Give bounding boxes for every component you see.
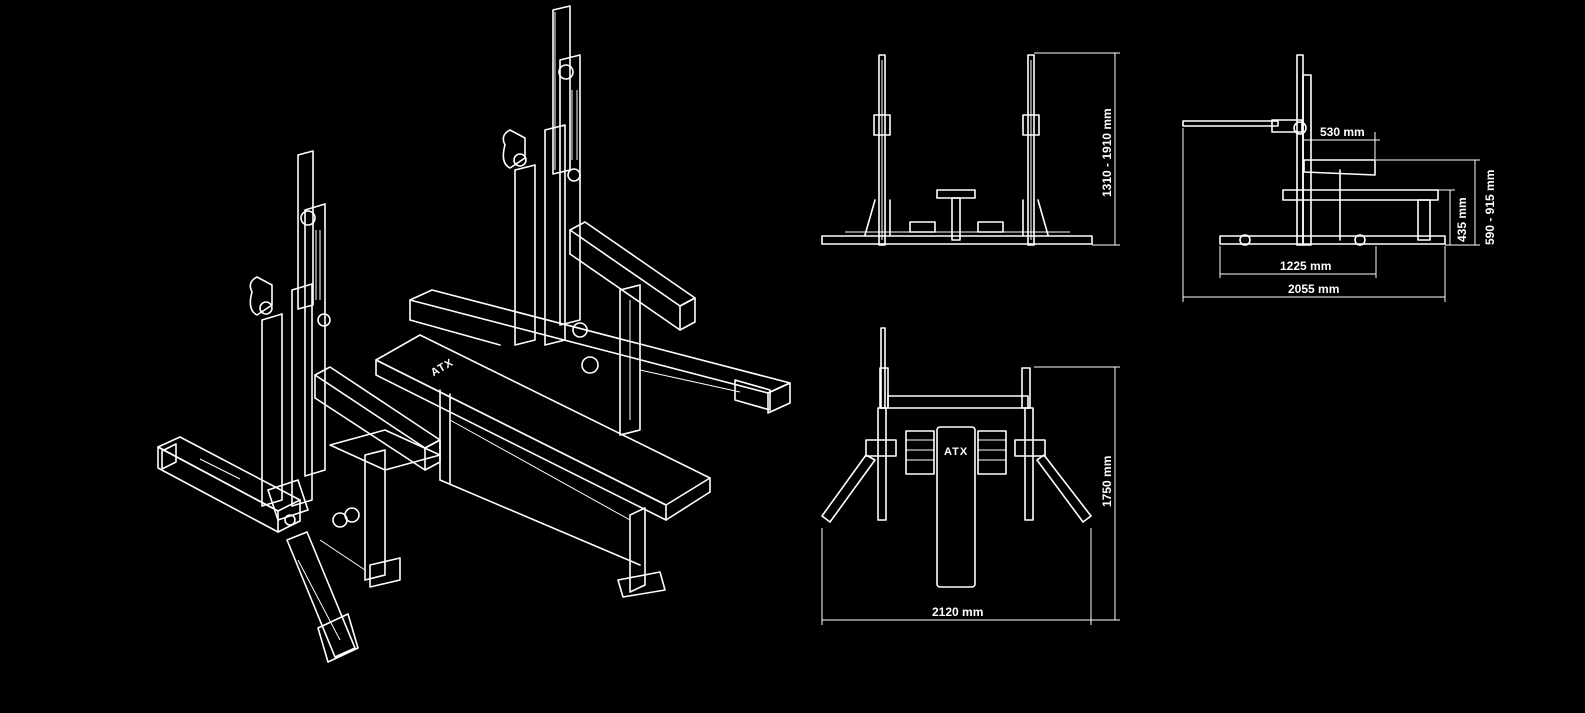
upright-side <box>1271 54 1312 246</box>
bench-top-logo: ATX <box>944 446 968 458</box>
top-width-label: 2120 mm <box>932 605 983 619</box>
bench-side <box>1282 169 1439 241</box>
safety-arm-side <box>1182 120 1376 176</box>
rear-base-rail <box>409 289 791 414</box>
base-width-label: 1225 mm <box>1280 259 1331 273</box>
front-elevation-view: 1310 - 1910 mm <box>821 52 1120 246</box>
top-depth-dimension: 1750 mm <box>1034 366 1120 621</box>
right-upright-front <box>1022 54 1049 246</box>
bench-range-dimension: 590 - 915 mm <box>1376 159 1497 246</box>
legs-top <box>821 454 1092 523</box>
overall-length-label: 2055 mm <box>1288 282 1339 296</box>
bench-range-label: 590 - 915 mm <box>1483 170 1497 245</box>
top-depth-label: 1750 mm <box>1100 456 1114 507</box>
height-range-label: 1310 - 1910 mm <box>1100 108 1114 197</box>
bench-height-dimension: 435 mm <box>1438 189 1469 245</box>
posts-top <box>865 407 1046 521</box>
spotter-leg <box>286 531 359 663</box>
foot-platform <box>319 429 441 588</box>
left-base-rail <box>157 436 301 533</box>
height-dimension: 1310 - 1910 mm <box>1034 52 1120 246</box>
rear-safety-arm <box>569 221 696 331</box>
foot-plates-top <box>905 430 1007 475</box>
left-upright-front <box>864 54 891 246</box>
base-front <box>821 231 1093 245</box>
crossbar-top <box>879 327 1031 409</box>
base-width-dimension: 1225 mm <box>1219 246 1377 278</box>
bench-frame <box>439 389 666 598</box>
bench-logo: ATX <box>429 357 456 379</box>
overall-length-dimension: 2055 mm <box>1182 128 1446 302</box>
isometric-view: ATX <box>157 5 791 663</box>
bench-top: ATX <box>936 426 976 588</box>
top-plan-view: ATX 1750 mm 2120 mm <box>821 327 1120 625</box>
rack-depth-label: 530 mm <box>1320 125 1365 139</box>
side-elevation-view: 530 mm 590 - 915 mm 435 mm 1225 mm 2055 … <box>1182 54 1497 302</box>
top-width-dimension: 2120 mm <box>821 528 1092 625</box>
bench-pad: ATX <box>375 334 711 521</box>
base-side <box>1219 234 1446 246</box>
rack-depth-dimension: 530 mm <box>1304 125 1380 160</box>
bench-height-label: 435 mm <box>1455 197 1469 242</box>
rear-post <box>572 284 641 436</box>
rear-upright <box>502 5 581 346</box>
front-upright <box>249 150 331 526</box>
